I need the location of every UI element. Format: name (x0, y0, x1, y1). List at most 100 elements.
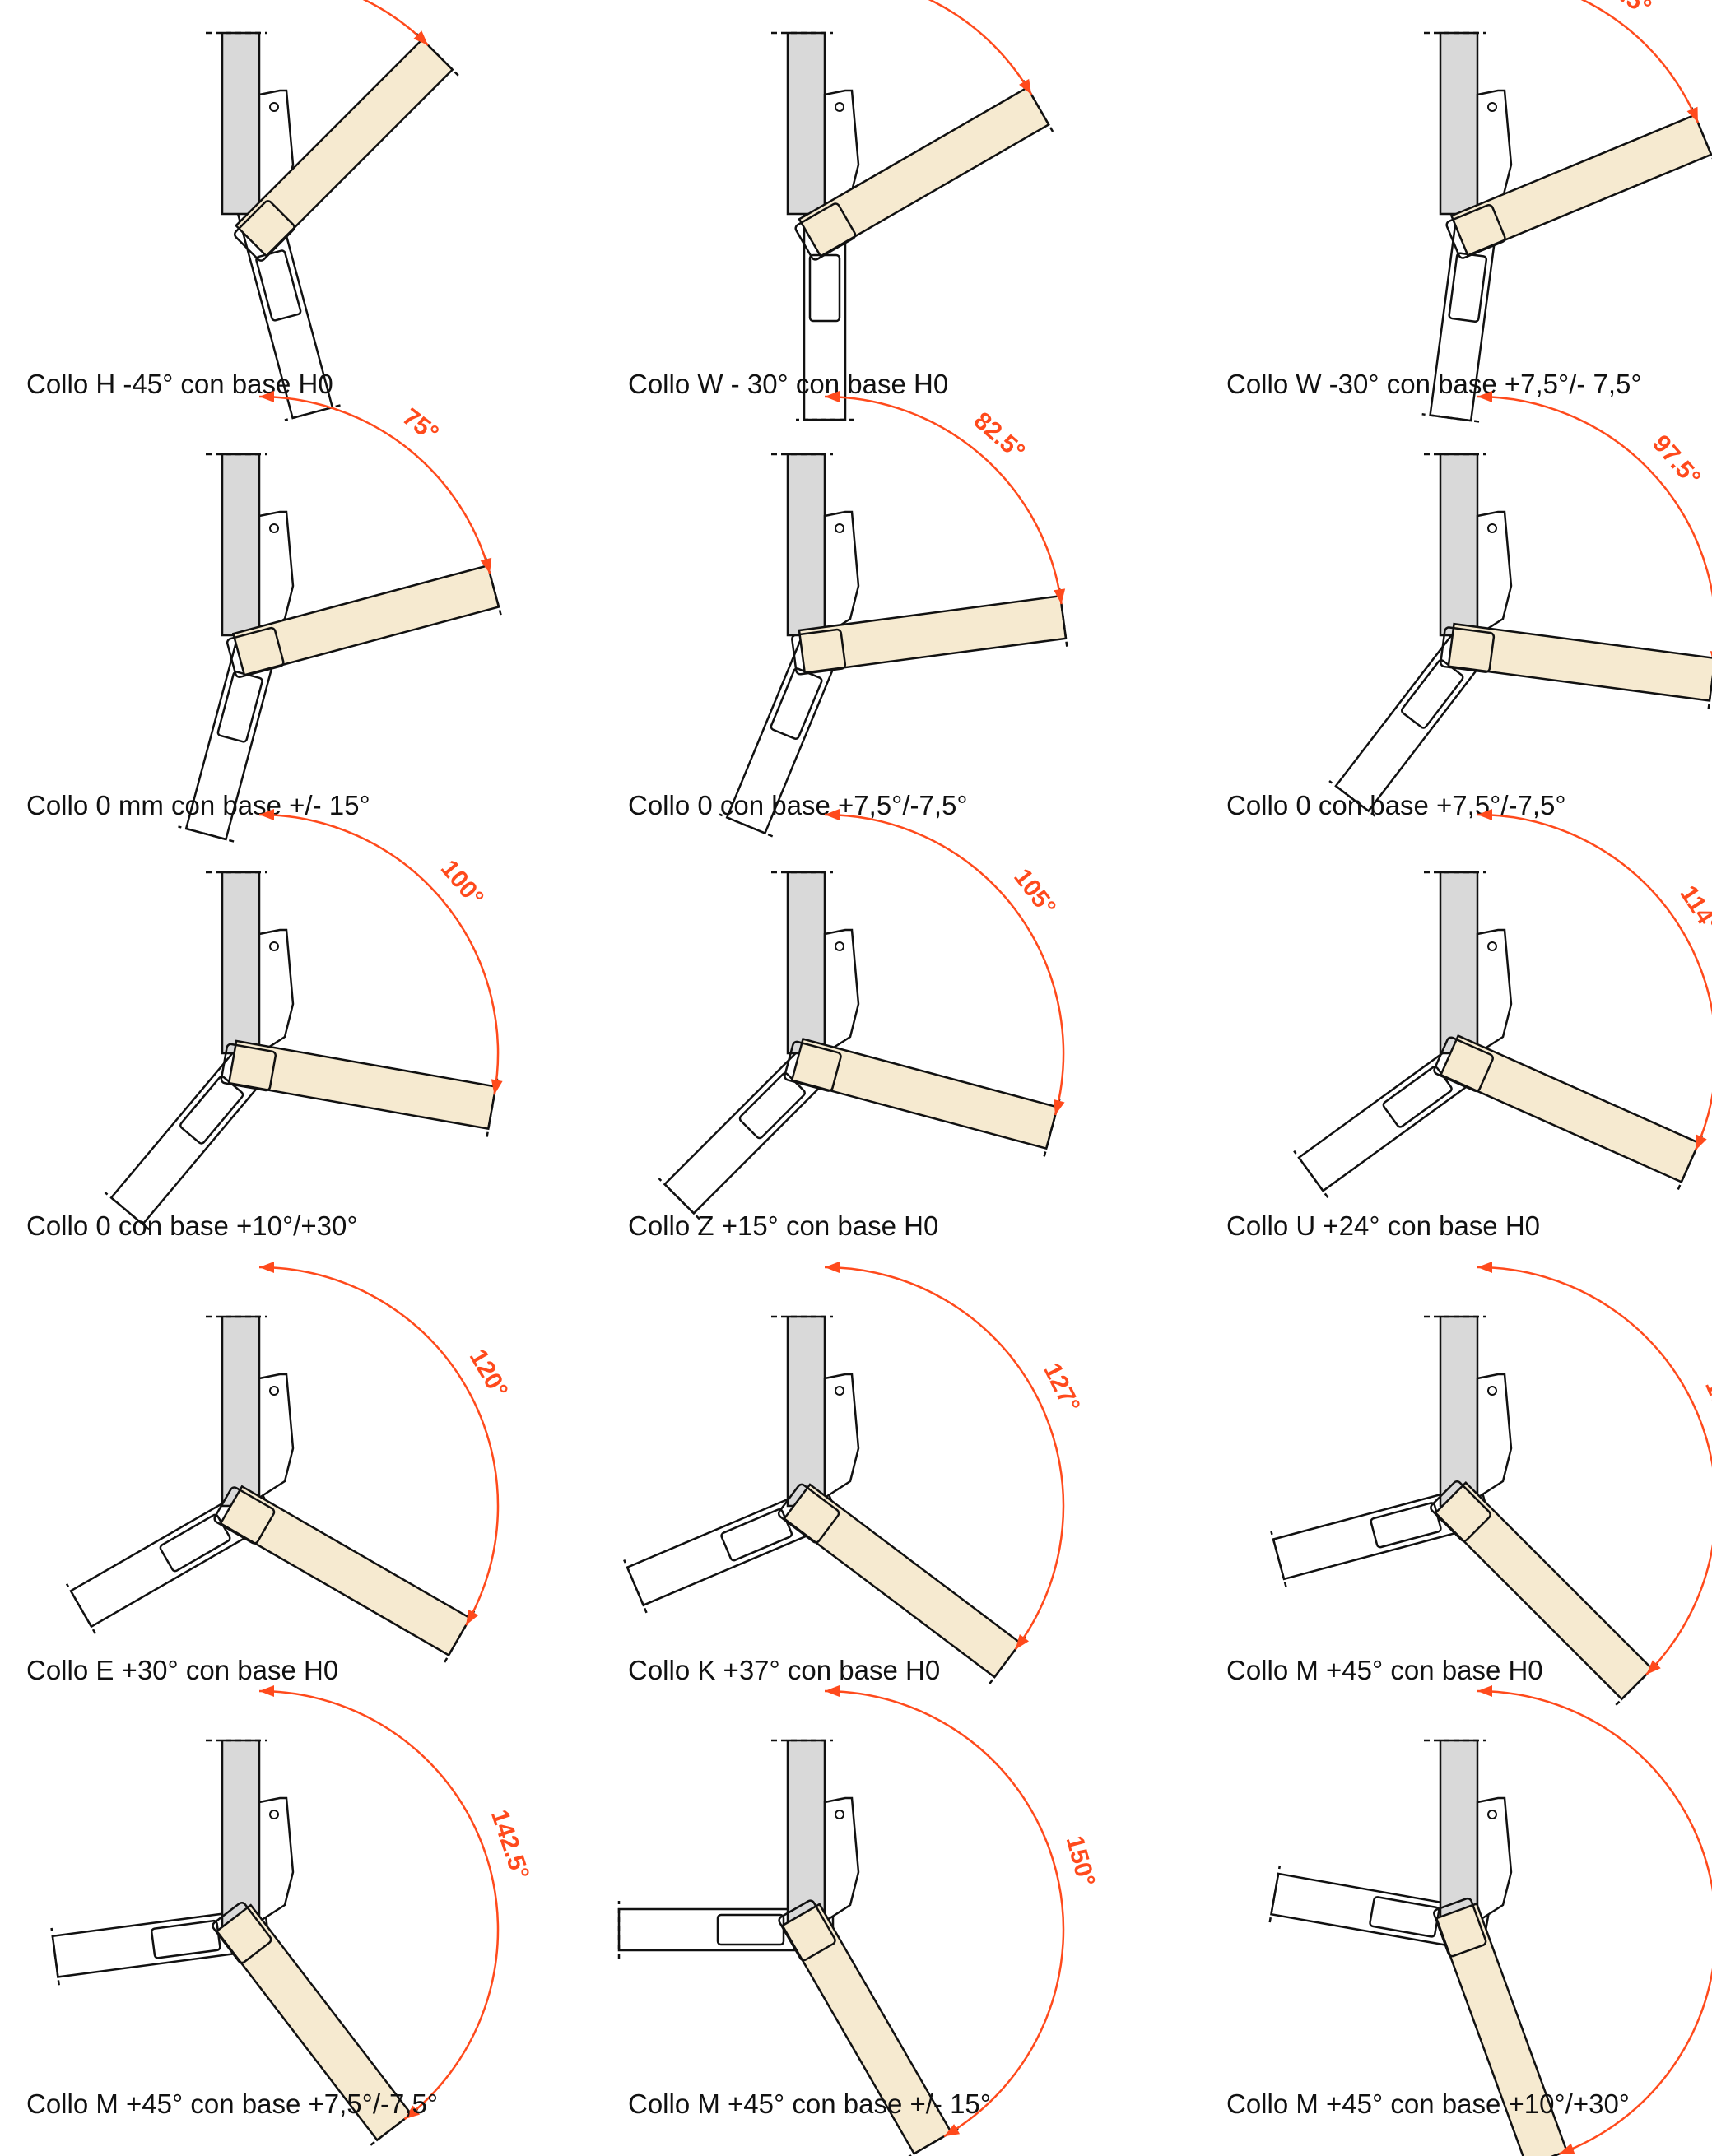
arrowhead-icon (825, 1262, 840, 1273)
arrowhead-icon (259, 391, 274, 402)
hinge-screw-icon (269, 102, 279, 112)
cabinet-side-panel (221, 1739, 261, 1931)
arrowhead-icon (259, 1262, 274, 1273)
angle-arc (1477, 813, 1712, 1151)
hinge-diagram-cell: 105°Collo Z +15° con base H0 (598, 809, 1166, 1259)
door-panel (1445, 107, 1712, 259)
cabinet-side-panel (1439, 453, 1479, 637)
cabinet-side-panel (1439, 1315, 1479, 1508)
cabinet-side-panel (221, 453, 261, 637)
hinge-diagram: 67.5° (1421, 0, 1712, 423)
angle-label: 142.5° (486, 1806, 534, 1883)
hinge-diagram: 60° (771, 0, 1055, 421)
hinge-diagram-cell: 100° Collo 0 con base +10°/+30° (0, 809, 568, 1259)
hinge-body (1476, 928, 1513, 1056)
hinge-diagram: 97.5° (1328, 391, 1712, 817)
arrowhead-icon (404, 2105, 421, 2120)
hinge-body (258, 1373, 295, 1500)
door-panel (1433, 1034, 1704, 1192)
door-panel (1440, 622, 1712, 712)
hinge-diagram-cell: 97.5°Collo 0 con base +7,5°/-7,5° (1198, 391, 1712, 841)
hinge-diagram-cell: 75°Collo 0 mm con base +/- 15° (0, 391, 568, 843)
hinge-diagram-cell: 127° Collo K +37° con base H0 (598, 1262, 1166, 1703)
cabinet-side-panel (221, 31, 261, 216)
cabinet-side-panel (1439, 871, 1479, 1055)
hinge-diagram: 127° (623, 1262, 1085, 1687)
arrowhead-icon (1477, 391, 1492, 402)
diagram-caption: Collo K +37° con base H0 (628, 1655, 941, 1685)
arrowhead-icon (1054, 588, 1066, 605)
hinge-diagram-cell: 120°Collo E +30° con base H0 (0, 1262, 568, 1703)
hinge-screw-icon (1487, 1810, 1497, 1819)
hinge-body (823, 1796, 860, 1924)
angle-arc (824, 1266, 1065, 1651)
arrowhead-icon (413, 30, 429, 45)
angle-arc (258, 1266, 500, 1626)
door-panel (213, 1485, 476, 1666)
hinge-diagram-cell: 114° Collo U +24° con base H0 (1198, 809, 1712, 1259)
arrowhead-icon (466, 1609, 479, 1625)
hinge-screw-icon (835, 1386, 844, 1396)
arrowhead-icon (480, 557, 492, 574)
hinge-body (258, 510, 295, 638)
hinge-body (258, 928, 295, 1056)
hinge-screw-icon (1487, 523, 1497, 533)
diagram-caption: Collo 0 con base +10°/+30° (26, 1210, 358, 1241)
hinge-screw-icon (835, 523, 844, 533)
hinge-diagram: 120° (65, 1262, 514, 1666)
diagram-caption: Collo Z +15° con base H0 (628, 1210, 939, 1241)
cabinet-side-panel (786, 31, 826, 216)
angle-label: 120° (464, 1345, 514, 1402)
angle-label: 100° (435, 855, 489, 912)
cabinet-side-panel (221, 1315, 261, 1508)
angle-arc (1477, 395, 1712, 597)
angle-arc (928, 0, 1033, 95)
hinge-body (258, 1796, 295, 1924)
hinge-screw-icon (1487, 1386, 1497, 1396)
diagram-caption: Collo H -45° con base H0 (26, 369, 333, 399)
angle-arc (362, 0, 429, 46)
hinge-screw-icon (835, 102, 844, 112)
diagram-caption: Collo M +45° con base H0 (1226, 1655, 1543, 1685)
hinge-screw-icon (269, 1810, 279, 1819)
diagram-caption: Collo 0 mm con base +/- 15° (26, 790, 370, 820)
hinge-diagram: 135° (1270, 1262, 1712, 1708)
hinge-screw-icon (835, 941, 844, 951)
hinge-screw-icon (835, 1810, 844, 1819)
hinge-diagram: 100° (104, 809, 503, 1230)
arrowhead-icon (1477, 1685, 1492, 1697)
hinge-diagram-cell: 67.5°Collo W -30° con base +7,5°/- 7,5° (1198, 0, 1712, 423)
hinge-diagram-cell: 82.5°Collo 0 con base +7,5°/-7,5° (598, 391, 1166, 841)
hinge-diagram: 114° (1293, 809, 1712, 1198)
arrowhead-icon (1019, 78, 1032, 95)
hinge-body (1476, 510, 1513, 638)
hinge-diagram: 160° (1268, 1685, 1712, 2156)
hinge-screw-icon (269, 941, 279, 951)
arrowhead-icon (491, 1079, 503, 1095)
hinge-body (823, 510, 860, 638)
angle-arc (824, 395, 1063, 605)
arrowhead-icon (1477, 809, 1492, 820)
cabinet-side-panel (786, 453, 826, 637)
angle-arc (824, 1689, 1065, 2138)
angle-arc (1477, 1689, 1712, 2155)
hinge-diagram: 142.5° (50, 1685, 534, 2148)
hinge-body (1476, 1796, 1513, 1924)
door-panel (791, 588, 1068, 676)
hinge-diagram: 45° (206, 0, 461, 421)
angle-label: 127° (1038, 1359, 1085, 1416)
diagram-caption: Collo 0 con base +7,5°/-7,5° (1226, 790, 1566, 820)
angle-arc (824, 813, 1065, 1116)
hinge-diagram-cell: 60°Collo W - 30° con base H0 (598, 0, 1166, 421)
arrowhead-icon (1646, 1660, 1661, 1675)
diagram-caption: Collo W -30° con base +7,5°/- 7,5° (1226, 369, 1642, 399)
cabinet-side-panel (786, 1315, 826, 1508)
cabinet-side-panel (1439, 31, 1479, 216)
arrowhead-icon (825, 1685, 840, 1697)
arrowhead-icon (944, 2124, 961, 2137)
diagram-caption: Collo U +24° con base H0 (1226, 1210, 1540, 1241)
hinge-screw-icon (1487, 102, 1497, 112)
angle-arc (1580, 0, 1700, 123)
door-panel (784, 1038, 1061, 1159)
hinge-screw-icon (269, 523, 279, 533)
